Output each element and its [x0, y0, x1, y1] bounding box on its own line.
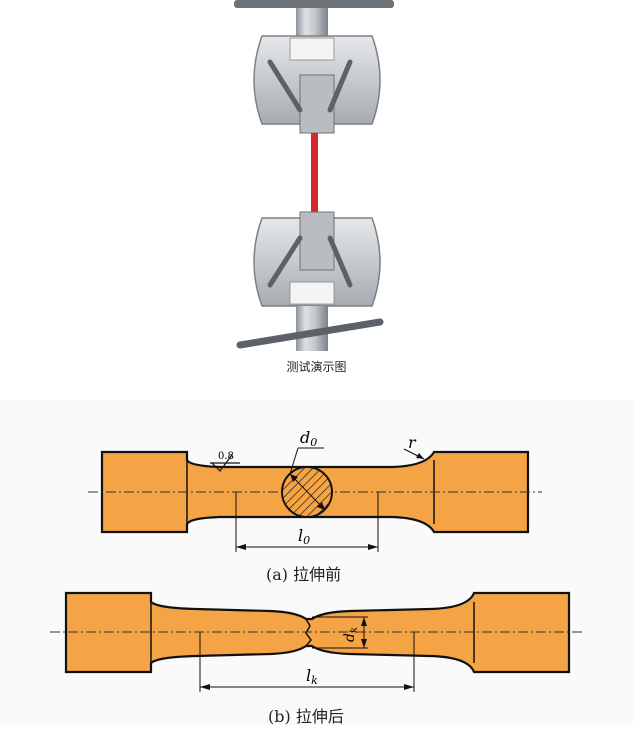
upper-handle — [234, 0, 394, 8]
dk-label: dk — [342, 627, 360, 642]
upper-label-plate — [289, 37, 335, 61]
lower-lever-right — [327, 235, 353, 288]
specimen-after-outline — [64, 591, 571, 674]
specimen-after — [50, 591, 585, 692]
upper-lever-right — [327, 59, 353, 113]
roughness-label: 0.8 — [218, 451, 234, 462]
caption-before: (a) 拉伸前 — [266, 565, 342, 584]
upper-lever-left — [267, 59, 303, 113]
specimen-drawings: 0.8 r d0 l0 dk lk — [50, 428, 585, 692]
l0-label: l0 — [298, 526, 310, 547]
d0-label: d0 — [300, 428, 317, 449]
fracture-line — [305, 618, 312, 647]
lower-label-plate — [289, 281, 335, 305]
caption-after: (b) 拉伸后 — [268, 707, 344, 726]
lower-lever-left — [267, 235, 303, 288]
upper-jaw — [299, 74, 335, 134]
red-specimen — [311, 133, 318, 228]
photo-caption: 测试演示图 — [286, 360, 347, 374]
specimen-before — [88, 447, 542, 552]
lower-handle — [236, 318, 384, 349]
radius-label: r — [408, 433, 417, 452]
specimen-diagram: 0.8 r d0 l0 dk lk — [0, 400, 633, 725]
tensile-machine-illustration — [234, 0, 394, 351]
lk-label: lk — [306, 666, 318, 687]
test-photo — [0, 0, 633, 400]
roughness-symbol — [211, 454, 233, 472]
